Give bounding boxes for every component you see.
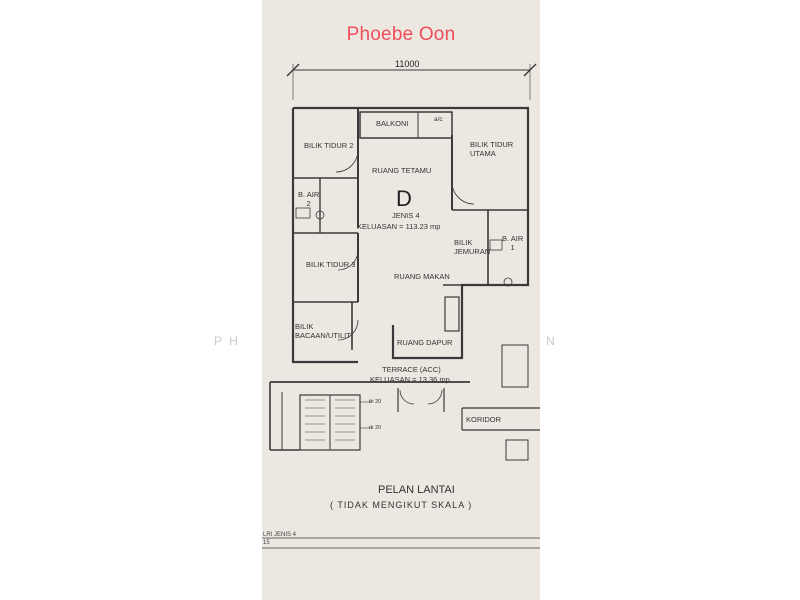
stair-rk: rk 20 <box>369 425 382 431</box>
terrace-area: KELUASAN = 13.36 mp <box>370 375 450 384</box>
room-koridor: KORIDOR <box>466 415 502 424</box>
room-bilik-jemuran: BILIK JEMURAN <box>454 238 491 256</box>
unit-area: KELUASAN = 113.23 mp <box>357 222 441 231</box>
plan-sheet <box>262 0 540 600</box>
dimension-width: 11000 <box>395 59 420 69</box>
room-ac: a/c <box>434 116 443 123</box>
room-bilik-tidur-3: BILIK TIDUR 3 <box>306 260 356 269</box>
room-ruang-tetamu: RUANG TETAMU <box>372 166 432 175</box>
room-terrace: TERRACE (ACC) <box>382 365 441 374</box>
room-bilik-tidur-utama: BILIK TIDUR UTAMA <box>470 140 514 158</box>
room-b-air-1: B. AIR 1 <box>502 234 524 252</box>
plan-subtitle: ( TIDAK MENGIKUT SKALA ) <box>330 500 473 510</box>
balcony-outline <box>359 111 453 139</box>
room-ruang-makan: RUANG MAKAN <box>394 272 450 281</box>
room-ruang-dapur: RUANG DAPUR <box>397 338 453 347</box>
corner-line1: LRI JENIS 4 <box>263 532 297 538</box>
watermark-ghost-left: P H <box>214 334 240 348</box>
plan-title: PELAN LANTAI <box>378 484 455 496</box>
unit-type: JENIS 4 <box>392 211 420 220</box>
corner-line2: 15 <box>263 540 270 546</box>
stair-th: th 20 <box>369 399 382 405</box>
room-b-air-2: B. AIR 2 <box>298 190 320 208</box>
unit-letter: D <box>396 186 412 211</box>
room-balkoni: BALKONI <box>376 119 409 128</box>
watermark-name: Phoebe Oon <box>346 24 456 45</box>
room-bilik-tidur-2: BILIK TIDUR 2 <box>304 141 354 150</box>
watermark-ghost-right: N <box>546 334 557 348</box>
room-bilik-bacaan: BILIK BACAAN/UTILITI <box>295 322 353 340</box>
